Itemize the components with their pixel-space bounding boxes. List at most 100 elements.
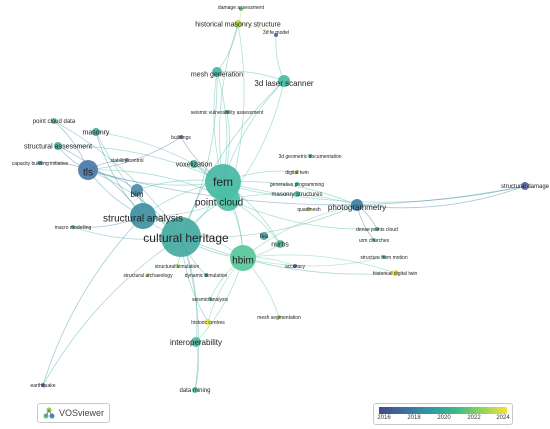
node-dense-points-cloud[interactable] [375, 227, 379, 231]
node-masonry-structures[interactable] [294, 191, 300, 197]
label-quadmesh[interactable]: quadmesh [297, 207, 321, 213]
node-seismic-analysis[interactable] [208, 297, 212, 301]
label-structure-from-motion[interactable]: structure from motion [360, 255, 407, 261]
label-3d-fe-model[interactable]: 3d fe model [263, 30, 289, 36]
label-buildings[interactable]: buildings [171, 135, 191, 141]
edge-photogrammetry-structural_damage [356, 185, 526, 209]
label-structural-assessment[interactable]: structural assessment [24, 143, 92, 150]
node-structural-archaeology[interactable] [146, 273, 150, 277]
label-damage-assessment[interactable]: damage assessment [218, 5, 265, 11]
label-masonry[interactable]: masonry [83, 129, 110, 136]
label-urm-churches[interactable]: urm churches [359, 238, 390, 244]
label-photogrammetry[interactable]: photogrammetry [328, 203, 386, 212]
color-gradient-bar [379, 407, 507, 414]
label-point-cloud[interactable]: point cloud [195, 198, 243, 209]
label-seismic-vulnerability-assessment[interactable]: seismic vulnerability assessment [191, 110, 264, 116]
label-masonry-structures[interactable]: masonry structures [271, 192, 322, 198]
label-3d-geometric-documentation[interactable]: 3d geometric documentation [278, 154, 341, 160]
label-capacity-building-initiative[interactable]: capacity building initiative [12, 161, 69, 167]
label-3d-laser-scanner[interactable]: 3d laser scanner [254, 79, 313, 88]
label-point-cloud-data[interactable]: point cloud data [33, 119, 76, 125]
edge-cultural_heritage-photogrammetry [180, 204, 358, 239]
label-seismic-analysis[interactable]: seismic analysis [192, 297, 229, 303]
node-3d-fe-model[interactable] [274, 33, 278, 37]
node-buildings[interactable] [179, 135, 183, 139]
node-nurbs[interactable] [276, 240, 284, 248]
node-accuracy[interactable] [293, 264, 297, 268]
node-structural-assessment[interactable] [54, 142, 62, 150]
node-historic-centres[interactable] [205, 319, 211, 325]
node-bim[interactable] [131, 184, 143, 196]
node-quadmesh[interactable] [307, 207, 311, 211]
node-tls[interactable] [78, 160, 98, 180]
node-stability-control[interactable] [125, 158, 129, 162]
label-mesh-segmentation[interactable]: mesh segmentation [257, 315, 301, 321]
vosviewer-logo: VOSviewer [37, 403, 110, 423]
label-dynamic-simulation[interactable]: dynamic simulation [185, 273, 228, 279]
node-historical-masonry-structure[interactable] [234, 20, 242, 28]
label-interoperability[interactable]: interoperability [170, 338, 222, 347]
label-tls[interactable]: tls [83, 168, 93, 179]
node-damage-assessment[interactable] [239, 7, 243, 11]
label-structural-analysis[interactable]: structural analysis [103, 214, 183, 225]
label-earthquake[interactable]: earthquake [30, 383, 55, 389]
node-structural-damage[interactable] [521, 182, 529, 190]
node-structural-analysis[interactable] [130, 203, 156, 229]
node-seismic-vulnerability-assessment[interactable] [225, 110, 229, 114]
node-cultural-heritage[interactable] [161, 217, 201, 257]
label-cultural-heritage[interactable]: cultural heritage [143, 231, 229, 245]
node-generative-programming[interactable] [295, 182, 299, 186]
label-data-mining[interactable]: data mining [179, 388, 210, 394]
label-fem[interactable]: fem [213, 175, 233, 189]
edge-point_cloud-photogrammetry [227, 193, 358, 206]
node-structure-from-motion[interactable] [382, 255, 386, 259]
node-point-cloud[interactable] [216, 187, 240, 211]
edge-cultural_heritage-mesh_generation [180, 71, 218, 238]
edge-hbim-structure_from_motion [242, 256, 385, 267]
label-bim[interactable]: bim [131, 190, 144, 199]
label-structural-simulation[interactable]: structural simulation [155, 264, 200, 270]
label-fea[interactable]: fea [260, 234, 269, 240]
node-hbim[interactable] [230, 245, 256, 271]
label-macro-modelling[interactable]: macro modelling [55, 225, 92, 231]
scale-tick: 2018 [407, 415, 421, 421]
node-point-cloud-data[interactable] [51, 118, 57, 124]
label-historic-centres[interactable]: historic centres [191, 320, 225, 326]
node-dynamic-simulation[interactable] [204, 273, 208, 277]
node-structural-simulation[interactable] [175, 264, 179, 268]
node-fea[interactable] [260, 232, 268, 240]
node-voxelization[interactable] [190, 160, 198, 168]
edge-hbim-historical_digital_twin [242, 254, 396, 274]
label-structural-archaeology[interactable]: structural archaeology [123, 273, 173, 279]
label-mesh-generation[interactable]: mesh generation [191, 71, 243, 78]
node-data-mining[interactable] [192, 387, 198, 393]
label-structural-damage[interactable]: structural damage [501, 184, 550, 190]
label-dense-points-cloud[interactable]: dense points cloud [356, 227, 398, 233]
label-digital-twin[interactable]: digital twin [285, 170, 309, 176]
label-voxelization[interactable]: voxelization [176, 161, 213, 168]
node-masonry[interactable] [92, 128, 100, 136]
node-digital-twin[interactable] [295, 170, 299, 174]
node-photogrammetry[interactable] [351, 199, 363, 211]
node-earthquake[interactable] [41, 383, 45, 387]
label-generative-programming[interactable]: generative programming [270, 182, 324, 188]
label-accuracy[interactable]: accuracy [285, 264, 306, 270]
year-color-scale: 2016 2018 2020 2022 2024 [373, 403, 513, 425]
node-mesh-segmentation[interactable] [277, 315, 281, 319]
edge-mesh_generation-3d_laser_scanner [216, 70, 285, 82]
node-macro-modelling[interactable] [71, 225, 75, 229]
label-historical-masonry-structure[interactable]: historical masonry structure [195, 21, 281, 28]
node-3d-geometric-documentation[interactable] [308, 154, 312, 158]
node-layer [38, 7, 529, 393]
node-urm-churches[interactable] [372, 238, 376, 242]
label-nurbs[interactable]: nurbs [271, 241, 289, 248]
node-interoperability[interactable] [191, 337, 201, 347]
label-stability-control[interactable]: stability control [110, 158, 143, 164]
node-historical-digital-twin[interactable] [392, 270, 398, 276]
label-historical-digital-twin[interactable]: historical digital twin [373, 271, 418, 277]
node-mesh-generation[interactable] [212, 67, 222, 77]
label-hbim[interactable]: hbim [232, 256, 254, 267]
node-capacity-building-initiative[interactable] [38, 161, 42, 165]
node-3d-laser-scanner[interactable] [278, 75, 290, 87]
